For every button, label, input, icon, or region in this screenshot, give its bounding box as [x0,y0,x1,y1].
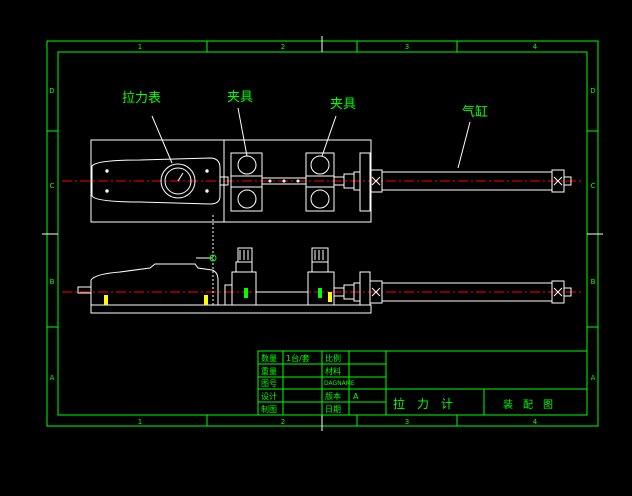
label-gauge: 拉力表 [122,91,161,106]
zone-row-d-right: D [590,87,595,95]
force-gauge-dial-inner [164,167,192,195]
clamp-knob-right [311,247,329,263]
tb-quantity-label: 数量 [261,353,277,363]
marker-2 [204,295,208,305]
zone-row-d-left: D [49,87,54,95]
tb-version-label: 版本 [325,391,341,401]
zone-col-4-top: 4 [533,43,538,51]
fastener-markers [104,254,332,305]
base-plate-top [90,139,372,223]
tb-material-label: 材料 [325,366,341,376]
zone-labels: 1 2 3 4 1 2 3 4 D C B A D C B A [49,43,595,426]
marker-3 [244,288,248,298]
zone-col-3-bottom: 3 [405,418,409,426]
tb-drawn-label: 制图 [261,404,277,414]
label-cylinder: 气缸 [462,104,488,120]
clamp-roller-2 [237,189,257,209]
marker-1 [104,295,108,305]
zone-col-3-top: 3 [405,43,409,51]
tb-drawing-no-label: 图号 [261,379,277,388]
clamp-knob-left [237,247,253,263]
zone-col-1-top: 1 [138,43,142,51]
marker-5 [328,292,332,302]
callout-labels: 拉力表 夹具 夹具 气缸 [122,90,488,120]
tb-date-label: 日期 [325,405,341,414]
title-block-text: 数量 1台/套 比例 重量 材料 图号 DAGNAME 设计 版本 A 制图 日… [261,353,553,414]
tb-design-label: 设计 [261,391,277,401]
zone-row-c-right: C [591,182,596,190]
tb-weight-label: 重量 [261,366,277,376]
label-clamp-left: 夹具 [227,90,253,105]
marker-4 [318,288,322,298]
zone-col-2-bottom: 2 [281,418,285,426]
tb-product-name: 拉 力 计 [393,396,453,411]
zone-row-c-left: C [50,182,55,190]
marker-6 [209,254,217,262]
callout-leaders [151,107,471,169]
force-gauge-dial-outer [160,163,196,199]
zone-col-1-bottom: 1 [138,418,142,426]
zone-col-2-top: 2 [281,43,285,51]
zone-row-b-left: B [50,278,55,286]
clamp-roller-3 [310,155,330,175]
force-gauge-body [91,157,221,205]
zone-row-b-right: B [591,278,596,286]
tb-quantity-value: 1台/套 [286,353,310,363]
zone-col-4-bottom: 4 [533,418,538,426]
zone-row-a-left: A [50,374,55,382]
clamp-roller-4 [310,189,330,209]
force-gauge-side [90,263,219,305]
tb-scale-label: 比例 [325,353,341,363]
title-block [257,350,588,416]
tb-drawing-type: 装 配 图 [503,398,553,411]
label-clamp-right: 夹具 [330,97,356,112]
tb-version-value: A [353,392,359,401]
zone-row-a-right: A [591,374,596,382]
tb-drawing-name: DAGNAME [324,380,355,387]
